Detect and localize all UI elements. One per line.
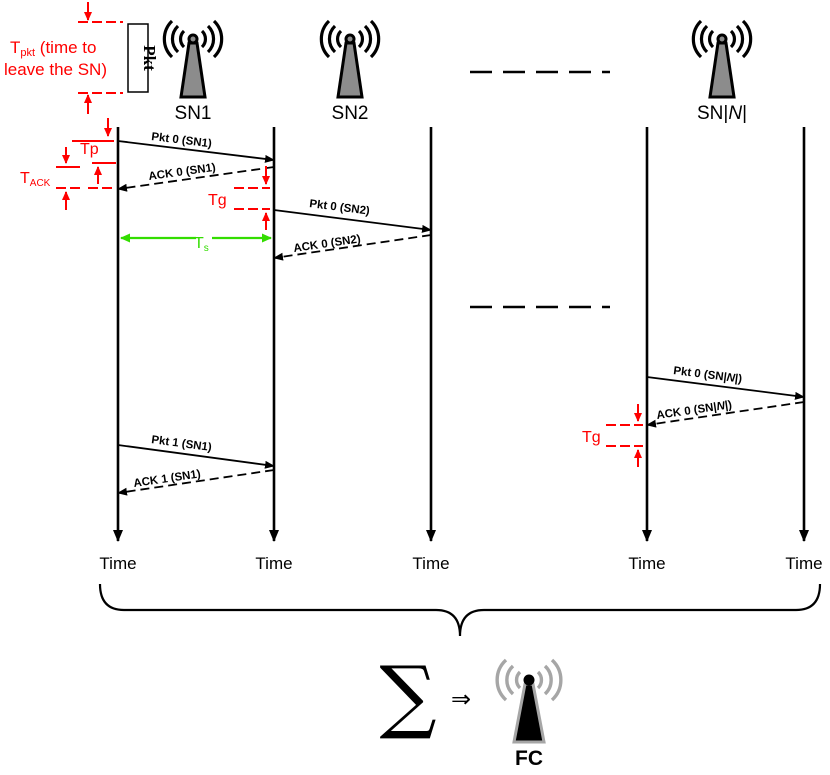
t-ack-markers <box>56 147 116 210</box>
t-pkt-markers <box>78 2 123 114</box>
pkt1-sn1-arrow <box>117 444 275 469</box>
sn1-tower-icon <box>162 19 224 99</box>
ack1-sn1-arrow <box>117 469 275 496</box>
sn2-label: SN2 <box>332 103 369 124</box>
pkt0-snn-arrow <box>646 376 805 400</box>
tp-markers <box>72 118 116 184</box>
ack0-snn-arrow <box>646 401 805 428</box>
sn1-label: SN1 <box>175 103 212 124</box>
tg-label-upper: Tg <box>208 192 227 209</box>
time-label-4: Time <box>628 554 665 573</box>
pkt0-snn-label: Pkt 0 (SN|N|) <box>673 365 743 386</box>
fc-label: FC <box>515 747 543 770</box>
pkt0-sn1-arrow <box>117 140 275 163</box>
time-label-1: Time <box>99 554 136 573</box>
time-label-2: Time <box>255 554 292 573</box>
ack0-sn1-arrow <box>117 166 275 192</box>
snn-tower-icon <box>691 19 753 99</box>
t-pkt-label-line1: Tpkt (time to <box>10 38 96 59</box>
ack0-snn-label: ACK 0 (SN|N|) <box>656 399 733 422</box>
implies-symbol: ⇒ <box>451 685 471 713</box>
snn-label: SN|N| <box>697 103 747 124</box>
tg-markers-lower <box>606 404 643 467</box>
pkt-box <box>127 23 149 93</box>
tp-label: Tp <box>80 141 99 158</box>
ack0-sn2-label: ACK 0 (SN2) <box>293 233 362 255</box>
t-pkt-label-line2: leave the SN) <box>4 60 107 79</box>
aggregation-brace <box>98 583 822 637</box>
time-label-5: Time <box>785 554 822 573</box>
sn2-tower-icon <box>319 19 381 99</box>
pkt-box-label: Pkt <box>140 45 159 71</box>
time-label-3: Time <box>412 554 449 573</box>
pkt0-sn1-label: Pkt 0 (SN1) <box>151 131 213 150</box>
t-ack-label: TACK <box>20 170 51 189</box>
pkt0-sn2-arrow <box>273 209 432 233</box>
fc-tower-icon <box>495 658 563 744</box>
ts-label: Ts <box>194 235 209 254</box>
tg-label-lower: Tg <box>582 429 601 446</box>
sum-symbol: ∑ <box>379 649 436 742</box>
ack0-sn2-arrow <box>273 234 432 261</box>
tg-markers-upper <box>234 166 270 230</box>
ack1-sn1-label: ACK 1 (SN1) <box>133 468 202 490</box>
pkt0-sn2-label: Pkt 0 (SN2) <box>309 198 371 218</box>
